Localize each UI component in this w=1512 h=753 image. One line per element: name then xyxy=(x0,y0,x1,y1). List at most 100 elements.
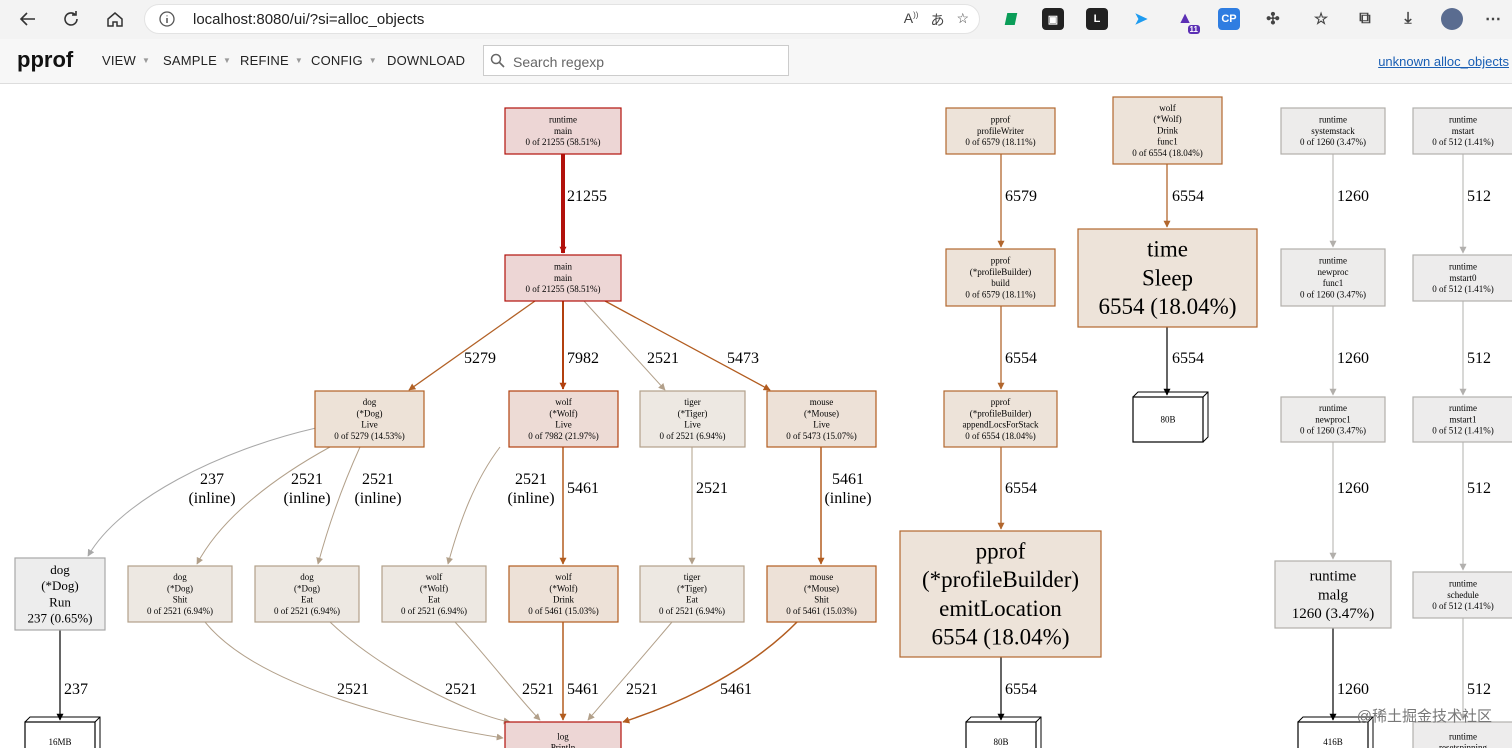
edge-n3-n8[interactable] xyxy=(196,446,331,565)
node-box[interactable] xyxy=(1077,228,1258,328)
node-box[interactable] xyxy=(504,107,622,155)
edge-n4-n10[interactable] xyxy=(446,446,501,565)
more-menu-icon[interactable]: ⋯ xyxy=(1485,11,1501,28)
graph-node-n15[interactable]: 16MB xyxy=(24,716,101,753)
node-box[interactable] xyxy=(945,248,1056,307)
edge-n13-n14[interactable] xyxy=(622,621,798,724)
node-box[interactable] xyxy=(945,107,1056,155)
node-box[interactable] xyxy=(766,565,877,623)
edge-n2-n3[interactable] xyxy=(408,300,536,391)
node-box[interactable] xyxy=(1280,248,1386,307)
edge-n3-n7[interactable] xyxy=(87,427,317,557)
graph-node-n20[interactable]: 80B xyxy=(965,716,1042,753)
extensions-puzzle-icon[interactable]: ✣ xyxy=(1266,11,1280,28)
node-box[interactable] xyxy=(127,565,233,623)
node-box[interactable] xyxy=(1132,396,1204,443)
star-plus-icon[interactable]: ☆ xyxy=(956,10,969,26)
node-box[interactable] xyxy=(381,565,487,623)
back-button[interactable] xyxy=(14,6,42,32)
profile-link[interactable]: unknown alloc_objects xyxy=(1378,54,1509,69)
menu-config[interactable]: CONFIG▼ xyxy=(311,53,377,68)
menu-sample[interactable]: SAMPLE▼ xyxy=(163,53,232,68)
home-button[interactable] xyxy=(101,6,129,32)
ext-hat-icon[interactable]: ▲11 xyxy=(1177,10,1200,34)
refresh-button[interactable] xyxy=(57,6,85,32)
search-box[interactable] xyxy=(483,45,789,76)
edge-n2-n5[interactable] xyxy=(583,300,666,391)
downloads-icon[interactable]: ⤓ xyxy=(1404,10,1412,27)
menu-view[interactable]: VIEW▼ xyxy=(102,53,151,68)
search-input[interactable] xyxy=(511,51,785,72)
edge-n8-n14[interactable] xyxy=(204,621,504,741)
node-box[interactable] xyxy=(1280,396,1386,443)
node-box[interactable] xyxy=(314,390,425,448)
node-box[interactable] xyxy=(1280,107,1386,155)
menu-download[interactable]: DOWNLOAD xyxy=(387,53,466,68)
edge-n12-n14[interactable] xyxy=(587,621,673,721)
menu-refine[interactable]: REFINE▼ xyxy=(240,53,303,68)
node-box[interactable] xyxy=(508,390,619,448)
ext-green-icon[interactable] xyxy=(1000,8,1022,30)
graph-node-n18[interactable]: pprof(*profileBuilder)appendLocsForStack… xyxy=(943,390,1058,448)
node-box[interactable] xyxy=(899,530,1102,658)
edge-n10-n14[interactable] xyxy=(454,621,541,721)
node-box[interactable] xyxy=(943,390,1058,448)
node-box[interactable] xyxy=(1274,560,1392,629)
node-box[interactable] xyxy=(508,565,619,623)
node-box[interactable] xyxy=(254,565,360,623)
node-box[interactable] xyxy=(1112,96,1223,165)
ext-l-icon[interactable]: L xyxy=(1086,8,1108,30)
edge-n2-n6[interactable] xyxy=(604,300,771,391)
node-box[interactable] xyxy=(1412,254,1512,302)
node-box[interactable] xyxy=(504,254,622,302)
avatar[interactable] xyxy=(1441,8,1463,30)
node-box[interactable] xyxy=(766,390,877,448)
node-box[interactable] xyxy=(639,565,745,623)
edge-n9-n14[interactable] xyxy=(329,621,511,725)
node-box[interactable] xyxy=(1412,107,1512,155)
ext-tt-icon[interactable]: ▣ xyxy=(1042,8,1064,30)
graph-node-n23[interactable]: 80B xyxy=(1132,391,1209,443)
collections-icon[interactable]: ⧉ xyxy=(1359,10,1371,27)
site-info-icon[interactable] xyxy=(159,11,175,32)
read-aloud-icon[interactable]: A)) xyxy=(903,10,919,26)
node-box[interactable] xyxy=(639,390,746,448)
url-text[interactable]: localhost:8080/ui/?si=alloc_objects xyxy=(193,11,425,28)
edge-n3-n9[interactable] xyxy=(316,446,361,565)
node-box[interactable] xyxy=(1412,396,1512,443)
translate-icon[interactable]: あ xyxy=(930,12,945,28)
favorites-icon[interactable]: ☆ xyxy=(1313,11,1329,28)
ext-bird-icon[interactable]: ➤ xyxy=(1134,11,1148,28)
ext-cp-icon[interactable]: CP xyxy=(1218,8,1240,30)
node-box[interactable] xyxy=(1412,571,1512,619)
address-bar[interactable]: localhost:8080/ui/?si=alloc_objects A)) … xyxy=(144,4,980,34)
node-box[interactable] xyxy=(14,557,106,631)
